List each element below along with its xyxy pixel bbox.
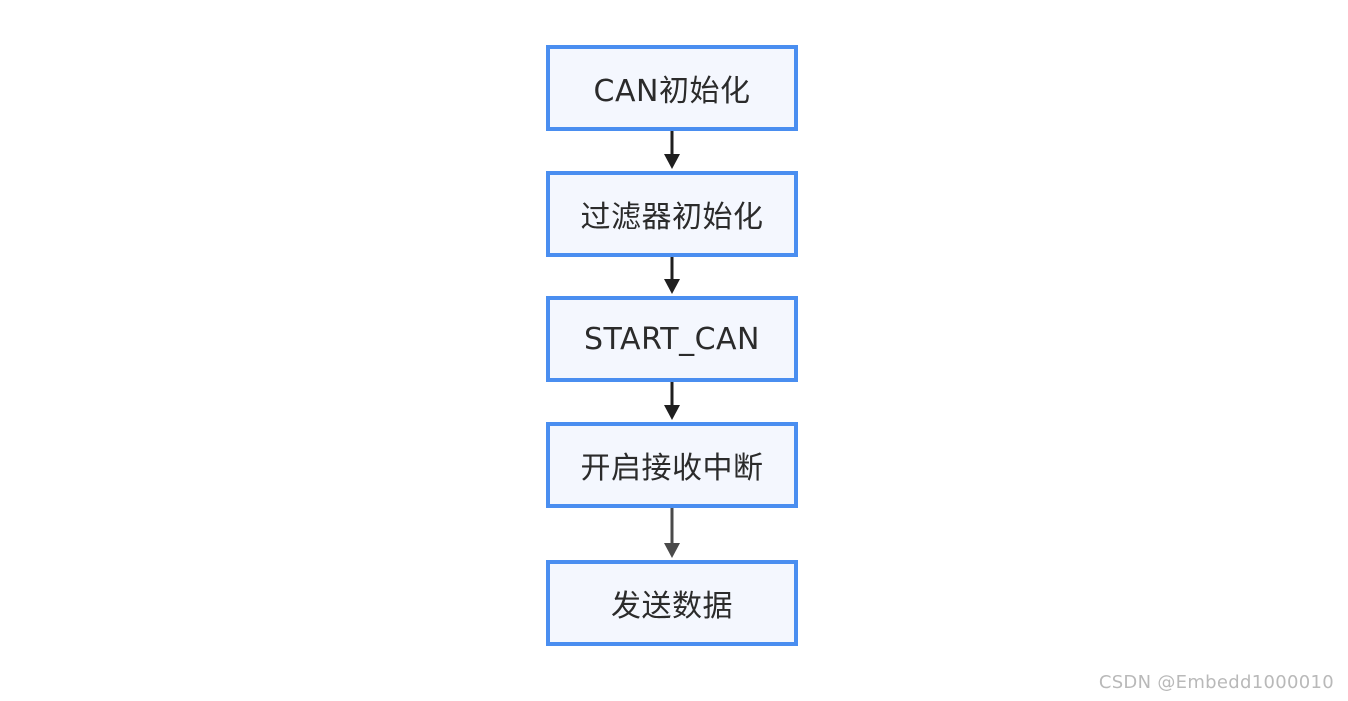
arrow-can-init-to-filter-init bbox=[664, 131, 680, 169]
node-start-can-label: START_CAN bbox=[584, 321, 760, 357]
arrow-enable-rx-interrupt-to-send-data bbox=[664, 508, 680, 558]
node-send-data-label: 发送数据 bbox=[611, 589, 733, 624]
arrow-start-can-to-enable-rx-interrupt bbox=[664, 382, 680, 420]
node-send-data: 发送数据 bbox=[546, 560, 798, 646]
arrow-filter-init-to-start-can bbox=[664, 257, 680, 294]
node-can-init: CAN初始化 bbox=[546, 45, 798, 131]
node-filter-init: 过滤器初始化 bbox=[546, 171, 798, 257]
node-enable-rx-interrupt: 开启接收中断 bbox=[546, 422, 798, 508]
node-can-init-label: CAN初始化 bbox=[593, 74, 751, 109]
node-filter-init-label: 过滤器初始化 bbox=[580, 200, 764, 235]
watermark-text: CSDN @Embedd1000010 bbox=[1098, 672, 1334, 693]
node-enable-rx-interrupt-label: 开启接收中断 bbox=[580, 451, 764, 486]
node-start-can: START_CAN bbox=[546, 296, 798, 382]
